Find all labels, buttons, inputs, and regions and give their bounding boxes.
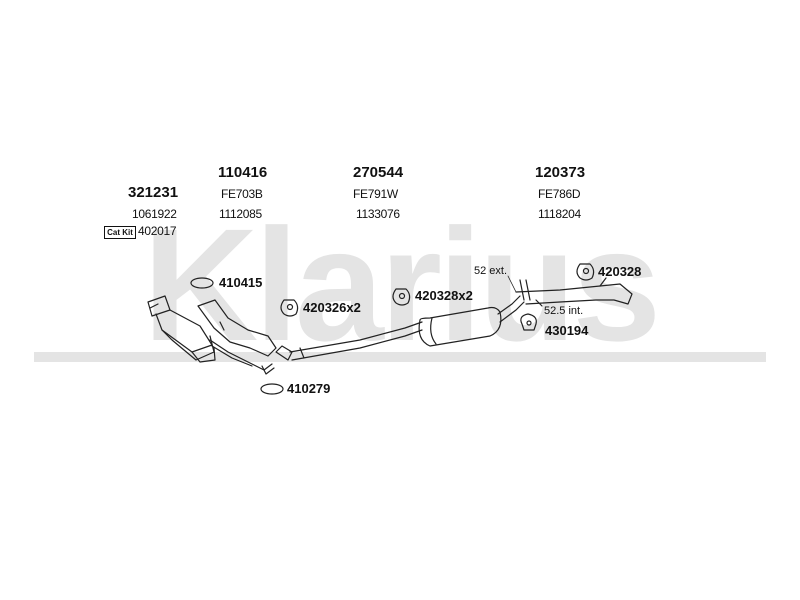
gasket-ring-410415-icon <box>190 277 214 289</box>
front-pipe-drawing <box>197 299 277 375</box>
fitting-label-410415: 410415 <box>219 275 263 290</box>
catalytic-converter-drawing <box>147 295 216 363</box>
watermark-text: Klarius <box>142 195 661 374</box>
clamp-430194-icon <box>520 313 537 331</box>
part-code-1118204: 1118204 <box>538 207 581 221</box>
middle-silencer-drawing <box>275 295 525 361</box>
part-code-fe703b: FE703B <box>221 187 263 201</box>
part-code-1061922: 1061922 <box>132 207 177 221</box>
part-number-110416: 110416 <box>218 164 268 181</box>
leader-line-ext <box>507 275 517 293</box>
annotation-int: 52.5 int. <box>544 305 584 317</box>
annotation-ext: 52 ext. <box>474 265 508 277</box>
part-code-1112085: 1112085 <box>219 207 262 221</box>
rear-pipe-drawing <box>515 277 633 307</box>
part-number-120373: 120373 <box>535 164 586 181</box>
brand-watermark: Klarius <box>30 205 770 375</box>
watermark-underline <box>34 352 766 362</box>
part-code-1133076: 1133076 <box>356 207 400 221</box>
cat-kit-badge: Cat Kit <box>104 226 136 239</box>
part-code-fe786d: FE786D <box>538 187 581 201</box>
part-code-fe791w: FE791W <box>353 187 398 201</box>
part-number-321231: 321231 <box>128 184 179 201</box>
cat-kit-code: 402017 <box>138 224 177 238</box>
fitting-label-420328x2: 420328x2 <box>415 288 473 303</box>
fitting-label-420328: 420328 <box>598 264 642 279</box>
fitting-label-420326x2: 420326x2 <box>303 300 361 315</box>
rubber-mount-420328-icon <box>392 288 411 306</box>
rubber-mount-420326-icon <box>280 299 299 317</box>
rubber-mount-420328-rear-icon <box>576 263 595 281</box>
fitting-label-430194: 430194 <box>545 323 589 338</box>
fitting-label-410279: 410279 <box>287 381 331 396</box>
part-number-270544: 270544 <box>353 164 404 181</box>
gasket-ring-410279-icon <box>260 383 284 395</box>
